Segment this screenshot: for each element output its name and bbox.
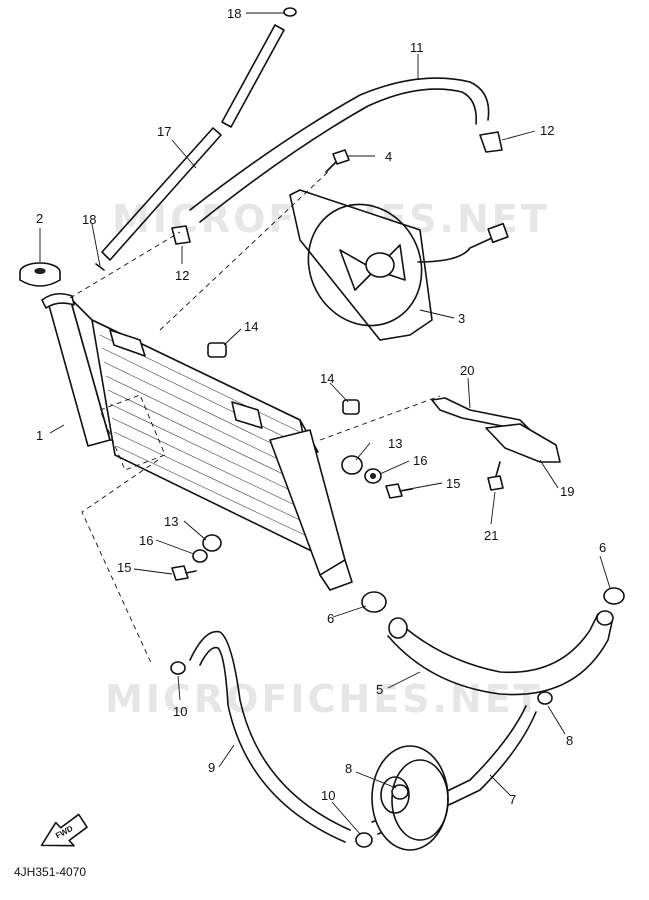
callout-1: 1 xyxy=(36,428,43,443)
clamp-18-left xyxy=(95,263,105,271)
callout-15-right: 15 xyxy=(446,476,460,491)
callout-6-center: 6 xyxy=(327,611,334,626)
bolt-21 xyxy=(487,461,504,491)
clamp-8-right xyxy=(537,691,553,705)
bracket-19 xyxy=(485,423,561,463)
callout-16-left: 16 xyxy=(139,533,153,548)
callout-13-left: 13 xyxy=(164,514,178,529)
callout-5: 5 xyxy=(376,682,383,697)
collar-14-upper xyxy=(207,342,227,358)
callout-12-upper: 12 xyxy=(540,123,554,138)
lower-hose-5 xyxy=(387,613,613,696)
clamp-12-upper xyxy=(479,131,503,153)
clamp-6-right xyxy=(603,587,625,605)
clamp-6-center xyxy=(361,591,387,613)
bolt-15-right xyxy=(385,483,413,499)
diagram-code: 4JH351-4070 xyxy=(14,865,86,879)
watermark-bottom: MICROFICHES.NET xyxy=(105,677,543,721)
bolt-15-left xyxy=(171,565,197,581)
upper-hose-11 xyxy=(189,77,490,223)
collar-14-right xyxy=(342,399,360,415)
callout-3: 3 xyxy=(458,311,465,326)
damper-13-right xyxy=(341,455,363,475)
callout-21: 21 xyxy=(484,528,498,543)
clamp-10-upper xyxy=(170,661,186,675)
callout-14-right: 14 xyxy=(320,371,334,386)
callout-19: 19 xyxy=(560,484,574,499)
radiator-cap xyxy=(19,262,61,287)
clamp-10-lower xyxy=(355,832,373,848)
breather-hose-17 xyxy=(101,127,222,261)
leader-lines xyxy=(39,12,611,835)
radiator xyxy=(41,292,353,591)
callout-15-left: 15 xyxy=(117,560,131,575)
callout-labels: 1 2 3 4 5 6 6 7 8 8 9 10 10 11 12 12 13 … xyxy=(36,6,606,807)
damper-13-left xyxy=(202,534,222,552)
clamp-18-top xyxy=(283,7,297,17)
callout-8-pump: 8 xyxy=(345,761,352,776)
callout-10-lower: 10 xyxy=(321,788,335,803)
cooling-fan-assembly xyxy=(289,189,509,341)
callout-10-upper: 10 xyxy=(173,704,187,719)
callout-13-right: 13 xyxy=(388,436,402,451)
callout-14-upper: 14 xyxy=(244,319,258,334)
callout-2: 2 xyxy=(36,211,43,226)
callout-6-right: 6 xyxy=(599,540,606,555)
callout-4: 4 xyxy=(385,149,392,164)
clamp-8-pump xyxy=(391,784,409,800)
callout-7: 7 xyxy=(509,792,516,807)
callout-11: 11 xyxy=(410,40,424,55)
callout-16-right: 16 xyxy=(413,453,427,468)
bolt-4 xyxy=(325,149,350,173)
callout-20: 20 xyxy=(460,363,474,378)
hose-9 xyxy=(189,630,351,843)
callout-17: 17 xyxy=(157,124,171,139)
clamp-12-left xyxy=(171,225,191,245)
front-direction-arrow: FWD xyxy=(40,813,88,847)
callout-12-left: 12 xyxy=(175,268,189,283)
callout-18-top: 18 xyxy=(227,6,241,21)
callout-8-right: 8 xyxy=(566,733,573,748)
callout-9: 9 xyxy=(208,760,215,775)
water-pump xyxy=(371,745,449,851)
collar-16-right xyxy=(364,468,382,484)
callout-18-left: 18 xyxy=(82,212,96,227)
collar-16-left xyxy=(192,549,208,563)
